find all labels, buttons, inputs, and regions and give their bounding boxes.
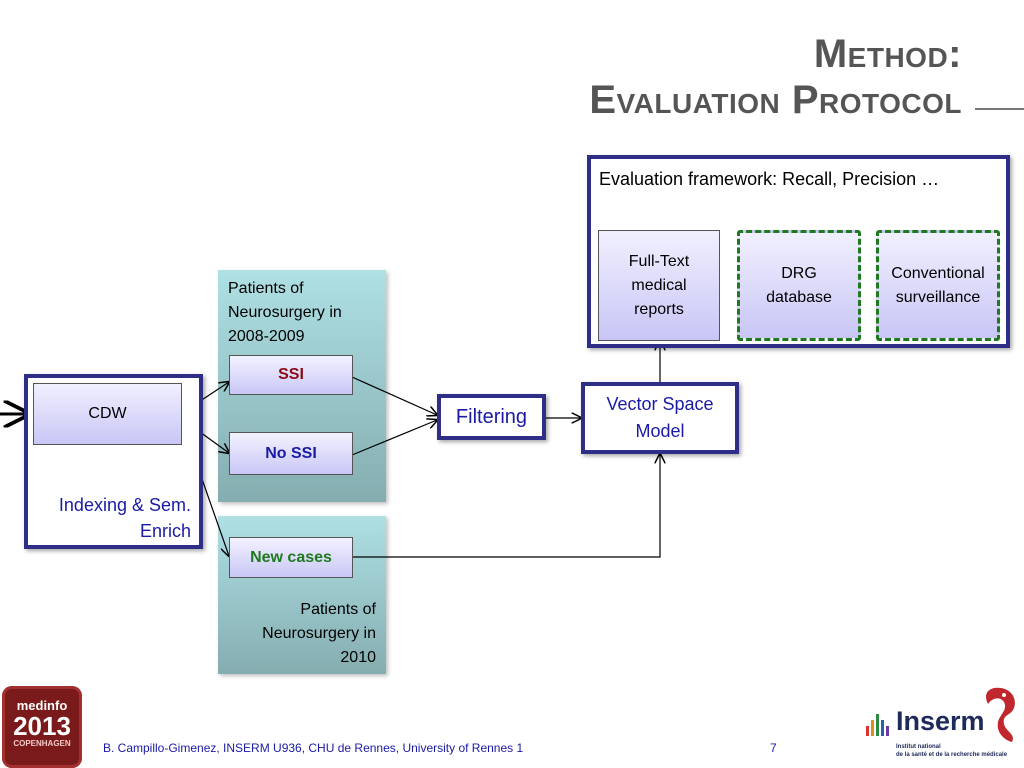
medinfo-logo-line1: medinfo bbox=[16, 698, 68, 713]
ssi-box: SSI bbox=[229, 355, 353, 395]
new-cases-box: New cases bbox=[229, 537, 353, 578]
indexing-enrich-label: Indexing & Sem. Enrich bbox=[58, 495, 191, 541]
no-ssi-box: No SSI bbox=[229, 432, 353, 475]
new-cases-label: New cases bbox=[250, 548, 332, 566]
medinfo-2013-logo: medinfo 2013 COPENHAGEN bbox=[2, 686, 82, 768]
vector-space-model-label: Vector Space Model bbox=[606, 394, 714, 441]
medinfo-logo-line2: 2013 bbox=[13, 711, 71, 741]
medinfo-logo-line3: COPENHAGEN bbox=[13, 739, 71, 748]
title-divider bbox=[975, 108, 1024, 110]
fulltext-reports-label: Full-Text medical reports bbox=[628, 252, 690, 318]
vector-space-model-box: Vector Space Model bbox=[581, 382, 739, 454]
inserm-bars-icon bbox=[866, 714, 890, 736]
newcases-to-vsm-arrow bbox=[353, 454, 660, 558]
fulltext-reports-box: Full-Text medical reports bbox=[598, 230, 720, 341]
inserm-subtitle-line1: Institut national bbox=[896, 744, 941, 750]
slide-title-line2: Evaluation Protocol bbox=[589, 78, 962, 122]
inserm-subtitle-line2: de la santé et de la recherche médicale bbox=[896, 752, 1008, 758]
drg-database-label: DRG database bbox=[766, 264, 832, 306]
cdw-label: CDW bbox=[88, 405, 127, 422]
rennes-seahorse-icon bbox=[986, 687, 1015, 742]
no-ssi-label: No SSI bbox=[265, 444, 317, 462]
patients-2010-label: Patients of Neurosurgery in 2010 bbox=[262, 601, 376, 666]
ssi-to-filtering-arrow bbox=[351, 376, 437, 415]
ssi-label: SSI bbox=[278, 366, 304, 383]
slide-title-line1: Method: bbox=[813, 32, 962, 76]
footer-credit: B. Campillo-Gimenez, INSERM U936, CHU de… bbox=[103, 741, 524, 755]
filtering-label: Filtering bbox=[455, 405, 528, 428]
nossi-to-filtering-arrow bbox=[351, 420, 437, 456]
filtering-box: Filtering bbox=[437, 394, 546, 440]
page-number: 7 bbox=[770, 741, 777, 755]
conventional-surveillance-box: Conventional surveillance bbox=[876, 230, 1000, 341]
evaluation-framework-label: Evaluation framework: Recall, Precision … bbox=[599, 169, 940, 189]
drg-database-box: DRG database bbox=[737, 230, 861, 341]
patients-2008-label: Patients of Neurosurgery in 2008-2009 bbox=[228, 280, 342, 345]
cdw-box: CDW bbox=[33, 383, 182, 445]
inserm-logo-text: Inserm bbox=[896, 706, 985, 736]
inserm-logo-subtitle: Institut national de la santé et de la r… bbox=[896, 743, 1007, 759]
conventional-surveillance-label: Conventional surveillance bbox=[891, 264, 985, 306]
